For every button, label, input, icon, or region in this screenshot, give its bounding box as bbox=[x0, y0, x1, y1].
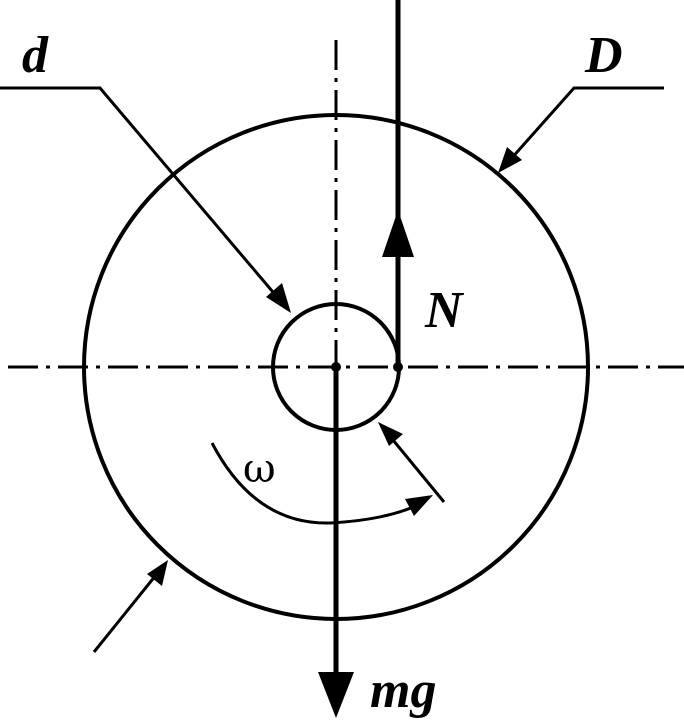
omega-rotation-arc bbox=[210, 442, 419, 525]
label-D: D bbox=[584, 27, 623, 84]
inner-circle-lower-arrow-head bbox=[378, 422, 403, 446]
d-leader-arrow-head bbox=[266, 283, 291, 313]
label-omega: ω bbox=[243, 446, 276, 492]
d-leader-line bbox=[0, 86, 280, 299]
label-mg: mg bbox=[370, 662, 436, 719]
D-leader-arrow-head bbox=[498, 147, 522, 173]
mg-arrow-head bbox=[318, 672, 354, 718]
label-d: d bbox=[22, 27, 49, 84]
omega-arrow-head bbox=[405, 495, 433, 516]
outer-circle-lower-arrow-head bbox=[147, 560, 168, 586]
N-arrow-head bbox=[382, 210, 414, 257]
D-leader-line bbox=[508, 86, 664, 161]
inner-circle-lower-leader bbox=[391, 439, 446, 503]
outer-circle-lower-leader bbox=[92, 574, 158, 653]
label-N: N bbox=[424, 282, 465, 339]
